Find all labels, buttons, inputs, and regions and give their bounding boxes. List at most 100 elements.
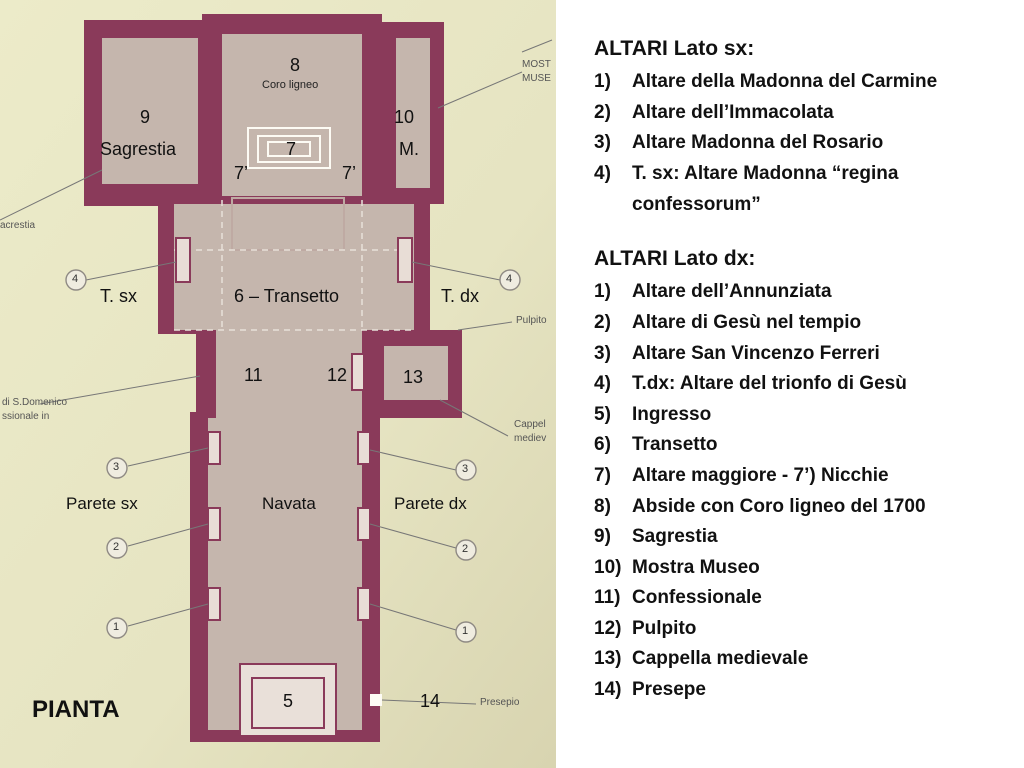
legend-item-number: 13) <box>594 648 622 670</box>
legend-item-number: 7) <box>594 464 611 486</box>
legend-item: 4) T. sx: Altare Madonna “regina confesso… <box>594 159 1014 220</box>
printed-acrestia: acrestia <box>0 220 36 231</box>
printed-cappella-1: Cappel <box>514 419 546 430</box>
legend-item: 4) T.dx: Altare del trionfo di Gesù <box>594 369 1014 400</box>
legend-item-text: Altare maggiore - 7’) Nicchie <box>632 464 889 486</box>
legend-item-number: 6) <box>594 434 611 456</box>
legend-item: 1) Altare dell’Annunziata <box>594 277 1014 308</box>
legend-item-text: Presepe <box>632 679 706 701</box>
label-altare-num: 7 <box>286 139 297 159</box>
legend-item: 9) Sagrestia <box>594 522 1014 553</box>
printed-mostra-2: MUSE <box>522 73 551 84</box>
legend-item-text: Cappella medievale <box>632 648 809 670</box>
floor-nave-upper <box>216 330 362 420</box>
legend-item-number: 1) <box>594 71 611 93</box>
label-museo-num: 10 <box>394 107 415 127</box>
legend-sx-title: ALTARI Lato sx: <box>594 37 755 60</box>
legend-item-text: Ingresso <box>632 403 712 425</box>
legend-item-text: Sagrestia <box>632 526 718 548</box>
printed-mostra-1: MOST <box>522 59 551 70</box>
legend-item: 13) Cappella medievale <box>594 644 1014 675</box>
legend-item-number: 4) <box>594 373 611 395</box>
label-transetto: 6 – Transetto <box>234 286 340 306</box>
printed-pulpito: Pulpito <box>516 315 547 326</box>
legend-item-text: Confessionale <box>632 587 762 609</box>
legend-item: 7) Altare maggiore - 7’) Nicchie <box>594 461 1014 492</box>
label-museo-text: M. <box>399 139 419 159</box>
leader-lines <box>0 39 553 705</box>
legend-item-number: 9) <box>594 526 611 548</box>
legend-item-number: 12) <box>594 617 622 639</box>
legend-item: 14) Presepe <box>594 675 1014 706</box>
legend-item-number: 3) <box>594 132 611 154</box>
label-coro-num: 8 <box>290 55 301 75</box>
circled-left-3: 3 <box>113 461 120 473</box>
legend-item-number: 8) <box>594 495 611 517</box>
legend-item-text: T. sx: Altare Madonna “regina confessoru… <box>632 162 899 215</box>
legend-item-number: 4) <box>594 162 611 184</box>
legend-item-number: 3) <box>594 342 611 364</box>
circled-left-1: 1 <box>113 621 120 633</box>
legend-item-text: Altare dell’Immacolata <box>632 101 834 123</box>
label-t-dx: T. dx <box>441 286 480 306</box>
legend-item-text: Altare San Vincenzo Ferreri <box>632 342 880 364</box>
legend-item: 6) Transetto <box>594 430 1014 461</box>
label-presepe-num: 14 <box>420 691 441 711</box>
label-pianta: PIANTA <box>32 696 120 723</box>
printed-sdomenico-1: di S.Domenico <box>2 397 68 408</box>
legend-sx-list: 1) Altare della Madonna del Carmine 2) Alta… <box>594 67 1014 220</box>
printed-sdomenico-2: ssionale in <box>2 411 50 422</box>
entrance <box>239 663 337 737</box>
circled-markers <box>65 269 521 643</box>
label-pulpito-num: 12 <box>327 365 348 385</box>
label-cappella-num: 13 <box>403 367 424 387</box>
legend-item: 3) Altare San Vincenzo Ferreri <box>594 339 1014 370</box>
label-sagrestia-text: Sagrestia <box>100 139 177 159</box>
circled-left-2: 2 <box>113 541 120 553</box>
floor-plan-photo <box>0 0 556 768</box>
legend-item-text: Abside con Coro ligneo del 1700 <box>632 495 926 517</box>
legend-item: 8) Abside con Coro ligneo del 1700 <box>594 492 1014 523</box>
circled-right-1: 1 <box>462 625 469 637</box>
legend-item: 2) Altare di Gesù nel tempio <box>594 308 1014 339</box>
label-navata: Navata <box>262 494 316 513</box>
floor-sagrestia <box>102 38 198 184</box>
legend-item: 1) Altare della Madonna del Carmine <box>594 67 1014 98</box>
legend-item-number: 2) <box>594 311 611 333</box>
legend-item-text: Pulpito <box>632 617 697 639</box>
label-parete-dx: Parete dx <box>394 494 467 513</box>
legend-item-number: 14) <box>594 679 622 701</box>
legend-item: 5) Ingresso <box>594 400 1014 431</box>
label-t-sx: T. sx <box>100 286 138 306</box>
transept-dashes <box>174 200 414 331</box>
label-nicchia-left: 7’ <box>234 163 249 183</box>
legend-item: 2) Altare dell’Immacolata <box>594 98 1014 129</box>
legend-item-text: Altare Madonna del Rosario <box>632 132 884 154</box>
legend-dx-list: 1) Altare dell’Annunziata 2) Altare di Gesù… <box>594 277 1014 705</box>
label-sagrestia-num: 9 <box>140 107 151 127</box>
floor-transept <box>174 204 414 330</box>
legend-item-text: Altare della Madonna del Carmine <box>632 71 938 93</box>
circled-right-2: 2 <box>462 543 469 555</box>
legend-item-text: T.dx: Altare del trionfo di Gesù <box>632 373 907 395</box>
legend-item-text: Altare di Gesù nel tempio <box>632 311 862 333</box>
printed-cappella-2: mediev <box>514 433 547 444</box>
presepe-marker <box>370 694 382 706</box>
circled-right-4: 4 <box>506 273 513 285</box>
side-niches <box>175 237 413 621</box>
legend-item: 3) Altare Madonna del Rosario <box>594 128 1014 159</box>
legend-item-number: 5) <box>594 403 611 425</box>
printed-presepio: Presepio <box>480 697 520 708</box>
label-ingresso-num: 5 <box>283 691 294 711</box>
floor-museo <box>396 38 430 188</box>
legend-item-text: Transetto <box>632 434 718 456</box>
legend-item-number: 1) <box>594 281 611 303</box>
legend-item: 12) Pulpito <box>594 614 1014 645</box>
legend-item: 10)Mostra Museo <box>594 553 1014 584</box>
floor-cappella <box>384 346 448 400</box>
legend-item: 11)Confessionale <box>594 583 1014 614</box>
legend-item-number: 2) <box>594 101 611 123</box>
circled-right-3: 3 <box>462 463 469 475</box>
legend-item-text: Altare dell’Annunziata <box>632 281 832 303</box>
altars-legend: ALTARI Lato sx: 1) Altare della Madonna d… <box>594 36 1014 706</box>
